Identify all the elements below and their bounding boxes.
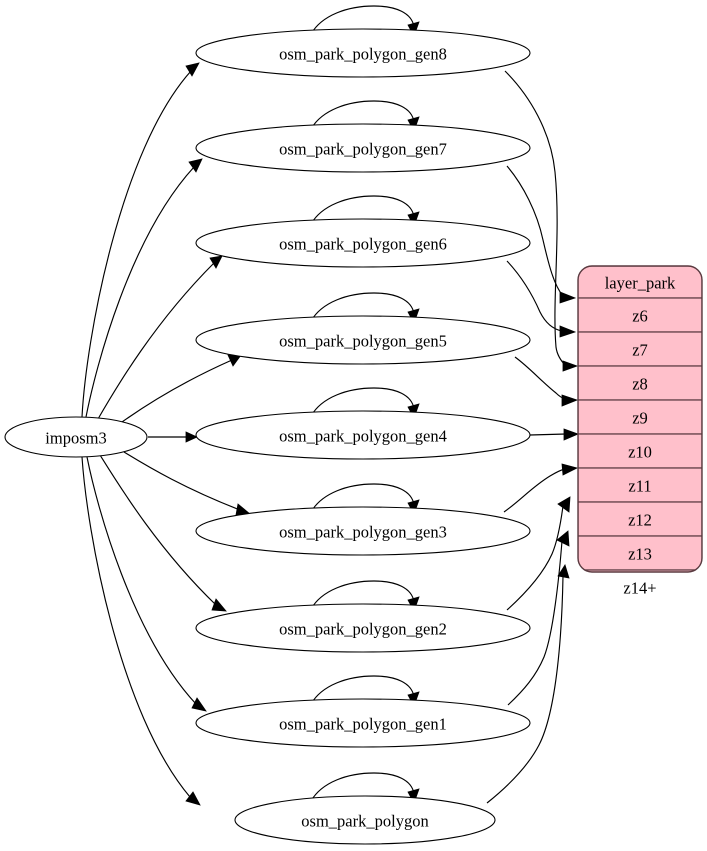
layer-park-label-z7: z7: [632, 341, 648, 360]
node-gen5-shape[interactable]: [195, 315, 531, 365]
edge-imposm3-to-gen5: [121, 359, 233, 423]
layer-park-row-z10[interactable]: [578, 433, 702, 469]
edge-base-to-z14plus: [486, 575, 564, 804]
arrow-imposm3-to-gen1: [191, 697, 207, 712]
node-gen1-shape[interactable]: [195, 698, 531, 748]
self-loop-gen7: [310, 100, 415, 130]
arrow-imposm3-to-gen6: [209, 255, 223, 269]
node-gen3-shape[interactable]: [195, 506, 531, 556]
node-gen4[interactable]: osm_park_polygon_gen4: [195, 410, 531, 460]
layer-park-row-z13[interactable]: [578, 535, 702, 571]
layer-park-label-z10: z10: [628, 443, 652, 462]
node-gen2-label: osm_park_polygon_gen2: [279, 620, 447, 639]
self-loop-gen6: [310, 195, 415, 225]
node-base[interactable]: osm_park_polygon: [234, 795, 496, 845]
self-loop-gen5: [310, 292, 415, 322]
node-gen8-label: osm_park_polygon_gen8: [279, 45, 447, 64]
layer-park-label-z11: z11: [628, 477, 651, 496]
node-gen4-label: osm_park_polygon_gen4: [279, 427, 447, 446]
self-loop-gen8: [310, 5, 415, 35]
edge-gen4-to-z10: [529, 433, 567, 436]
layer-park-table[interactable]: layer_park z6 z7 z8 z9 z10 z11 z12 z13 z…: [577, 265, 703, 604]
arrow-gen8-to-z8: [562, 360, 579, 372]
arrow-imposm3-to-gen8: [185, 62, 200, 77]
edge-imposm3-to-gen7: [85, 166, 195, 418]
node-gen4-shape[interactable]: [195, 410, 531, 460]
edges-to-layer-park: [486, 70, 580, 804]
layer-park-border: [577, 265, 703, 573]
edge-gen5-to-z9: [514, 356, 566, 400]
arrow-imposm3-to-base: [185, 791, 201, 806]
self-loop-gen2: [310, 580, 415, 610]
edge-gen8-to-z8: [504, 70, 567, 367]
self-loop-base: [310, 772, 415, 802]
node-gen5-label: osm_park_polygon_gen5: [279, 332, 447, 351]
layer-park-row-z6[interactable]: [578, 297, 702, 333]
node-gen7[interactable]: osm_park_polygon_gen7: [195, 123, 531, 173]
layer-park-label-z12: z12: [628, 511, 652, 530]
arrow-base-to-z14plus: [557, 564, 570, 579]
node-gen5[interactable]: osm_park_polygon_gen5: [195, 315, 531, 365]
node-imposm3-label: imposm3: [45, 429, 106, 448]
node-gen3[interactable]: osm_park_polygon_gen3: [195, 506, 531, 556]
layer-park-label-z8: z8: [632, 375, 648, 394]
node-base-label: osm_park_polygon: [301, 812, 428, 831]
layer-park-row-z8[interactable]: [578, 365, 702, 401]
arrow-gen6-to-z7: [559, 325, 577, 338]
edge-gen6-to-z7: [506, 260, 563, 332]
node-gen6-label: osm_park_polygon_gen6: [279, 235, 447, 254]
layer-park-label-z9: z9: [632, 409, 648, 428]
layer-park-row-z14plus[interactable]: [578, 569, 702, 604]
arrow-gen7-to-z6: [559, 291, 577, 304]
arrow-gen2-to-z12: [557, 496, 571, 513]
arrow-imposm3-to-gen2: [211, 598, 227, 612]
layer-park-label-z6: z6: [632, 307, 648, 326]
node-imposm3[interactable]: imposm3: [4, 416, 148, 458]
self-loop-gen1: [310, 675, 415, 705]
edge-gen7-to-z6: [506, 165, 564, 297]
node-gen2[interactable]: osm_park_polygon_gen2: [195, 603, 531, 653]
edge-gen2-to-z12: [506, 505, 564, 611]
arrow-gen1-to-z13: [556, 530, 570, 547]
node-gen7-label: osm_park_polygon_gen7: [279, 140, 447, 159]
arrow-gen4-to-z10: [563, 428, 580, 441]
edge-gen3-to-z11: [503, 468, 566, 513]
node-gen1[interactable]: osm_park_polygon_gen1: [195, 698, 531, 748]
arrow-gen5-to-z9: [561, 394, 579, 407]
edge-imposm3-to-gen2: [99, 454, 217, 606]
layer-park-label-z13: z13: [628, 545, 652, 564]
edge-gen1-to-z13: [507, 540, 563, 706]
node-gen3-label: osm_park_polygon_gen3: [279, 523, 447, 542]
self-loops: [310, 5, 420, 804]
arrow-imposm3-to-gen7: [188, 158, 203, 173]
node-gen6[interactable]: osm_park_polygon_gen6: [195, 218, 531, 268]
layer-park-header-label: layer_park: [605, 274, 676, 293]
node-gen7-shape[interactable]: [195, 123, 531, 173]
arrow-gen3-to-z11: [561, 463, 579, 476]
node-gen6-shape[interactable]: [195, 218, 531, 268]
node-gen1-label: osm_park_polygon_gen1: [279, 715, 447, 734]
node-base-shape[interactable]: [234, 795, 496, 845]
node-imposm3-shape[interactable]: [4, 416, 148, 458]
self-loop-gen4: [310, 387, 415, 417]
node-gen8[interactable]: osm_park_polygon_gen8: [195, 28, 531, 78]
edge-imposm3-to-gen6: [97, 262, 215, 420]
node-gen8-shape[interactable]: [195, 28, 531, 78]
edge-imposm3-to-base: [81, 456, 191, 798]
edge-imposm3-to-gen3: [123, 451, 241, 511]
arrow-imposm3-to-gen4: [185, 431, 198, 443]
node-gen2-shape[interactable]: [195, 603, 531, 653]
layer-park-label-z14plus: z14+: [623, 579, 656, 598]
layer-park-row-z9[interactable]: [578, 399, 702, 435]
edge-imposm3-to-gen8: [81, 70, 192, 418]
edge-imposm3-to-gen1: [86, 456, 197, 705]
self-loop-gen3: [310, 483, 415, 513]
